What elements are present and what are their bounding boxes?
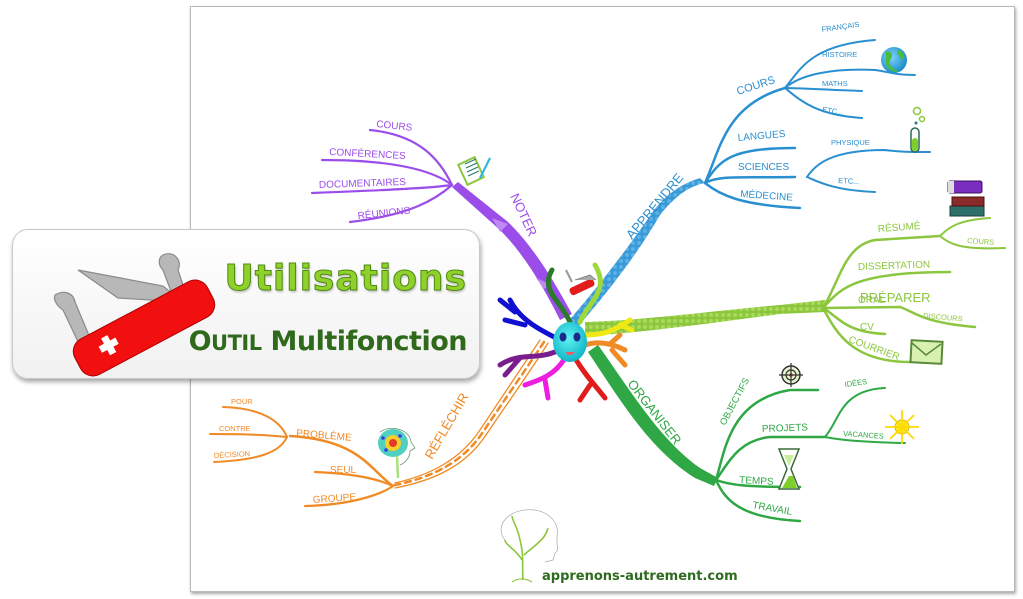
sun-icon bbox=[885, 410, 919, 444]
node-francais: FRANÇAIS bbox=[821, 20, 860, 34]
books-icon bbox=[947, 180, 985, 217]
branch-organiser: ORGANISER OBJECTIFS PROJETS IDÉES VACANC… bbox=[588, 345, 919, 523]
target-icon bbox=[779, 363, 803, 387]
node-etc-sciences: ETC... bbox=[838, 176, 860, 186]
node-reunions: RÉUNIONS bbox=[357, 204, 411, 222]
node-langues: LANGUES bbox=[737, 129, 786, 144]
title-card: Utilisations OUTIL Multifonction bbox=[12, 229, 480, 379]
branch-apprendre-label: APPRENDRE bbox=[623, 170, 687, 242]
swiss-knife-small-icon bbox=[565, 269, 597, 296]
swiss-army-knife-icon bbox=[53, 253, 216, 377]
node-histoire: HISTOIRE bbox=[822, 50, 857, 59]
node-documentaires: DOCUMENTAIRES bbox=[319, 177, 407, 191]
subtitle-rest: Multifonction bbox=[270, 326, 468, 357]
node-pour: POUR bbox=[231, 397, 253, 406]
node-maths: MATHS bbox=[822, 79, 848, 88]
test-tube-icon bbox=[910, 106, 926, 153]
node-resume-cours: COURS bbox=[967, 236, 995, 247]
node-objectifs: OBJECTIFS bbox=[718, 376, 752, 427]
node-idees: IDÉES bbox=[844, 377, 868, 389]
node-etc-cours: ETC... bbox=[822, 105, 844, 117]
envelope-icon bbox=[909, 339, 944, 365]
notepad-icon bbox=[456, 155, 491, 187]
node-contre: CONTRE bbox=[219, 424, 251, 433]
footer-site-url: apprenons-autrement.com bbox=[542, 569, 738, 584]
node-cv: CV bbox=[860, 322, 874, 333]
node-resume: RÉSUMÉ bbox=[877, 219, 921, 235]
subtitle-smallcaps: UTIL bbox=[211, 331, 262, 355]
branch-preparer-label: PRÉPARER bbox=[860, 290, 931, 305]
node-vacances: VACANCES bbox=[843, 429, 884, 441]
node-dissertation: DISSERTATION bbox=[858, 259, 931, 273]
node-physique: PHYSIQUE bbox=[831, 138, 870, 147]
central-node-octopus bbox=[497, 262, 635, 403]
title-utilisations: Utilisations bbox=[224, 258, 467, 300]
branch-noter-arrows bbox=[492, 218, 550, 289]
node-medecine: MÉDECINE bbox=[740, 187, 794, 204]
branch-reflechir-label: RÉFLÉCHIR bbox=[422, 390, 472, 461]
node-seul: SEUL bbox=[330, 465, 357, 476]
node-discours: DISCOURS bbox=[923, 311, 963, 323]
node-sciences: SCIENCES bbox=[738, 162, 789, 173]
branch-preparer-trunk bbox=[585, 300, 825, 336]
node-conferences: CONFÉRENCES bbox=[329, 145, 407, 162]
node-oral: ORAL bbox=[858, 295, 886, 306]
branch-noter: NOTER COURS CONFÉRENCES DOCUMENTAIRES RÉ… bbox=[310, 119, 572, 320]
node-projets: PROJETS bbox=[762, 422, 809, 435]
hourglass-icon bbox=[777, 448, 801, 490]
brain-head-icon bbox=[378, 428, 416, 479]
subtitle-first-letter: O bbox=[188, 326, 212, 357]
brain-tree-logo bbox=[500, 509, 558, 583]
subtitle-outil-multifonction: OUTIL Multifonction bbox=[188, 326, 468, 357]
octopus-body bbox=[553, 322, 587, 362]
branch-apprendre: APPRENDRE COURS FRANÇAIS HISTOIRE MATHS … bbox=[565, 20, 931, 330]
branch-organiser-trunk bbox=[588, 345, 718, 486]
node-temps: TEMPS bbox=[739, 475, 774, 488]
globe-icon bbox=[881, 47, 907, 73]
node-noter-cours: COURS bbox=[376, 119, 413, 134]
node-groupe: GROUPE bbox=[312, 492, 356, 506]
node-probleme: PROBLÈME bbox=[296, 426, 353, 444]
node-decision: DÉCISION bbox=[214, 449, 251, 460]
